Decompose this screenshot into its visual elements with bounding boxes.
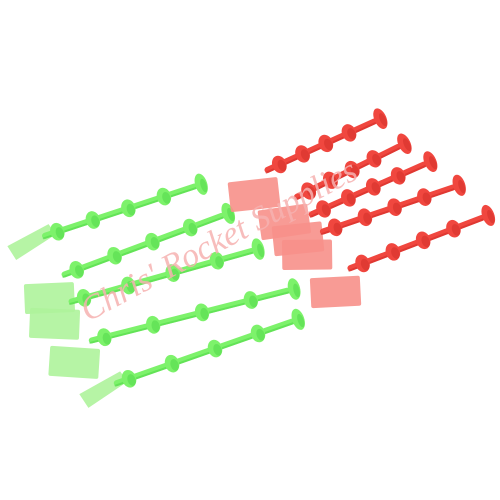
red-rocket-5 — [309, 204, 496, 309]
fin-plate — [227, 177, 281, 213]
green-rocket-3 — [29, 238, 265, 340]
red-rocket-4 — [281, 174, 466, 271]
fin-plate — [23, 282, 75, 315]
fin-plate — [48, 345, 101, 379]
green-rocket-1 — [7, 173, 208, 261]
fin-plate — [29, 307, 81, 340]
red-rocket-1 — [227, 108, 388, 213]
rocket-stick — [113, 318, 295, 387]
fin-plate — [309, 275, 362, 309]
green-rocket-group — [7, 173, 305, 408]
red-rocket-group — [227, 108, 496, 309]
green-rocket-4 — [48, 278, 301, 379]
green-rocket-5 — [79, 308, 305, 408]
green-rocket-2 — [23, 202, 236, 315]
fin-plate — [281, 239, 333, 271]
